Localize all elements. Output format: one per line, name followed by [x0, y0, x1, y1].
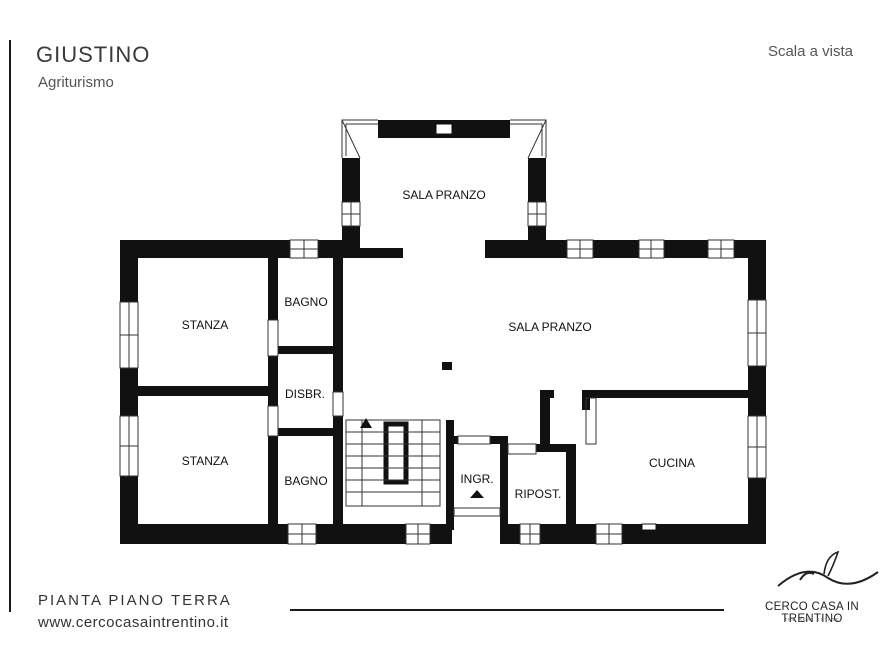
- int-wall-pillar: [540, 390, 550, 448]
- bay-outline: [345, 123, 378, 156]
- door: [267, 405, 279, 437]
- stair-arrow: [360, 418, 372, 428]
- wall-right-b: [748, 366, 766, 416]
- room-label-bagno-1: BAGNO: [284, 295, 327, 309]
- website-link[interactable]: www.cercocasaintrentino.it: [38, 614, 229, 631]
- scale-note: Scala a vista: [767, 43, 853, 60]
- door: [453, 507, 501, 517]
- stair-core: [383, 421, 409, 485]
- bay-wall-right-b: [528, 226, 546, 250]
- room-label-sala-pranzo-main: SALA PRANZO: [508, 320, 591, 334]
- int-wall-ripost-right: [566, 444, 576, 526]
- wall-top-right-c: [664, 240, 708, 258]
- int-wall-ingr-top: [446, 436, 458, 444]
- int-wall-bagno1-bottom: [278, 346, 333, 354]
- wall-top-left-b: [318, 240, 348, 258]
- wall-top-left: [120, 240, 290, 258]
- bay-ledge-left: [348, 248, 403, 258]
- vent-mark: [641, 523, 657, 531]
- door: [585, 397, 597, 445]
- int-wall-ingr-right: [500, 436, 508, 526]
- page-title: GIUSTINO: [36, 42, 151, 67]
- brand-name: CERCO CASA IN TRENTINO: [764, 601, 859, 625]
- walls: [120, 120, 766, 544]
- int-wall-stanza-right: [268, 258, 278, 320]
- wall-bottom-d: [500, 524, 520, 544]
- int-wall-stanza-right-c: [268, 436, 278, 528]
- int-wall-ripost-top: [536, 444, 570, 452]
- bay-outline: [510, 123, 543, 156]
- markers: [360, 123, 657, 531]
- int-wall-ingr-left: [446, 420, 454, 530]
- int-wall-bagno-right-b: [333, 416, 343, 526]
- wall-bottom-b: [316, 524, 406, 544]
- room-label-disbr: DISBR.: [285, 387, 325, 401]
- wall-right-a: [748, 240, 766, 300]
- door: [507, 443, 537, 455]
- room-label-sala-pranzo-top: SALA PRANZO: [402, 188, 485, 202]
- bay-wall-right: [528, 158, 546, 202]
- vent-mark: [435, 123, 453, 135]
- brand-tagline: THE REAL ESTATE: [784, 617, 840, 622]
- int-wall-stanza-div: [138, 386, 272, 396]
- wall-bottom-a: [120, 524, 288, 544]
- left-rule: [9, 40, 11, 612]
- door: [332, 391, 344, 417]
- room-label-ingr: INGR.: [460, 472, 493, 486]
- int-wall-pillar-top: [540, 390, 554, 398]
- bay-wall-left-b: [342, 226, 360, 250]
- room-label-cucina: CUCINA: [649, 456, 695, 470]
- door: [267, 319, 279, 357]
- wall-left-a: [120, 240, 138, 302]
- int-wall-stanza-right-b: [268, 356, 278, 406]
- int-wall-bagno-right: [333, 258, 343, 392]
- entry-arrow: [470, 490, 484, 498]
- floor-label: PIANTA PIANO TERRA: [38, 592, 232, 609]
- bay-outline: [341, 119, 378, 158]
- room-label-stanza-1: STANZA: [182, 318, 228, 332]
- wall-bottom-e: [540, 524, 596, 544]
- bay-outline: [510, 119, 547, 158]
- bay-ledge-right: [485, 248, 545, 258]
- windows: [119, 119, 767, 545]
- room-labels: SALA PRANZO SALA PRANZO STANZA STANZA BA…: [182, 188, 695, 501]
- int-wall-ingr-top-b: [490, 436, 506, 444]
- wall-top-right-b: [593, 240, 639, 258]
- room-label-stanza-2: STANZA: [182, 454, 228, 468]
- door: [457, 435, 491, 445]
- room-label-ripost: RIPOST.: [515, 487, 562, 501]
- int-wall-kitchen-top: [582, 390, 748, 398]
- int-wall-disbr-bottom: [278, 428, 333, 436]
- bay-wall-left: [342, 158, 360, 202]
- room-label-bagno-2: BAGNO: [284, 474, 327, 488]
- page-subtitle: Agriturismo: [38, 74, 114, 91]
- staircase: [345, 419, 441, 507]
- footer-rule: [290, 609, 724, 611]
- column: [442, 362, 452, 370]
- wall-bottom-f: [622, 524, 766, 544]
- brand-logo-icon: [777, 550, 879, 587]
- wall-left-b: [120, 368, 138, 416]
